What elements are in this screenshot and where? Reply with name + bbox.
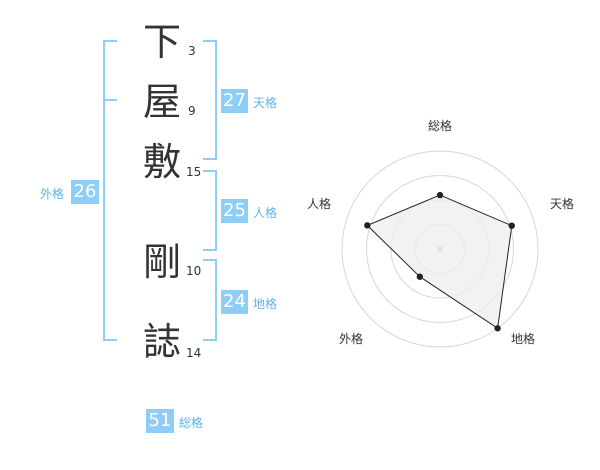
radar-point-3 <box>494 325 501 332</box>
radar-value-polygon <box>366 194 513 330</box>
stroke-count-5: 14 <box>186 346 202 360</box>
soukaku-label: 総格 <box>179 416 204 430</box>
stroke-count-4: 10 <box>186 264 202 278</box>
radar-axis-label-4: 外格 <box>339 331 363 346</box>
stroke-count-2: 9 <box>188 104 196 118</box>
jinkaku-label: 人格 <box>253 206 278 220</box>
soukaku-value-badge: 51 <box>146 409 174 433</box>
radar-axis-label-2: 天格 <box>550 196 574 211</box>
gaikaku-label: 外格 <box>40 187 65 201</box>
chikaku-label: 地格 <box>253 297 278 311</box>
name-char-4: 剛 <box>142 240 181 284</box>
radar-ring <box>341 150 539 348</box>
name-char-2: 屋 <box>142 80 181 124</box>
name-char-3: 敷 <box>142 140 181 184</box>
chikaku-value-badge: 24 <box>221 290 248 314</box>
stroke-count-1: 3 <box>188 44 196 58</box>
radar-axis-label-5: 人格 <box>307 196 331 211</box>
gaikaku-value-badge: 26 <box>71 180 99 204</box>
radar-axis-label-3: 地格 <box>511 331 535 346</box>
radar-axis-label-1: 総格 <box>428 118 452 133</box>
radar-point-5 <box>364 222 371 229</box>
radar-point-2 <box>508 222 515 229</box>
radar-point-1 <box>436 191 444 199</box>
radar-point-4 <box>416 273 424 280</box>
jinkaku-value-badge: 25 <box>221 199 248 223</box>
tenkaku-value-badge: 27 <box>221 89 248 113</box>
stroke-count-3: 15 <box>186 165 202 179</box>
name-char-5: 誌 <box>142 320 181 364</box>
radar-ring <box>366 175 514 323</box>
tenkaku-label: 天格 <box>253 96 278 110</box>
name-char-1: 下 <box>142 20 181 64</box>
